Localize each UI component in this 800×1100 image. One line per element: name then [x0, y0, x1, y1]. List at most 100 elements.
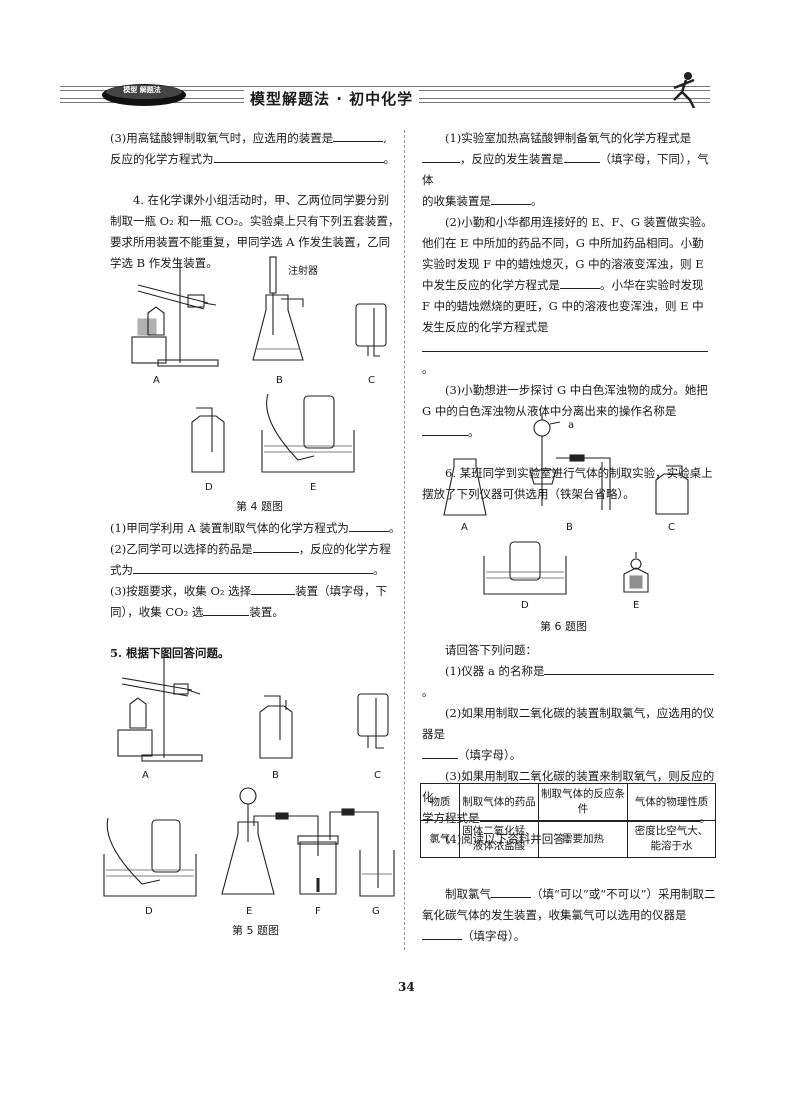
fig6-apparatus-e [623, 552, 649, 593]
q6-5-text: 制取氯气 [445, 887, 491, 901]
fig5-caption: 第 5 题图 [232, 924, 279, 937]
fig6-caption: 第 6 题图 [540, 620, 587, 633]
answer-blank[interactable] [563, 149, 600, 163]
fig6-label-c: C [668, 522, 675, 533]
fig5-label-d: D [145, 906, 153, 917]
q5-3-text: (3)小勤想进一步探讨 G 中白色浑浊物的成分。她把 G 中的白色浑浊物从液体中… [422, 383, 708, 418]
fig6-label-a-marker: a [568, 420, 575, 431]
answer-blank[interactable] [491, 191, 531, 205]
column-divider [404, 130, 405, 950]
fig5-apparatus-d [103, 817, 197, 897]
q4-3-text-d: 装置。 [249, 605, 284, 619]
fig5-apparatus-efg [221, 787, 395, 897]
answer-blank[interactable] [422, 745, 458, 759]
left-column-top: (3)用高锰酸钾制取氧气时，应选用的装置是, 反应的化学方程式为。 4. 在化学… [110, 128, 400, 274]
book-logo-icon [102, 84, 186, 106]
answer-blank[interactable] [213, 149, 384, 163]
logo-text: 模型 解题法 [123, 86, 161, 94]
q6-5-text-b: （填“可以”或“不可以”）采用制取二氧化碳气体的发生装置，收集氯气可以选用的仪器… [422, 887, 716, 922]
q4-2-text-b: ，反应的化学方程 [298, 542, 391, 556]
fig6-apparatus-d [483, 541, 567, 595]
answer-blank[interactable] [251, 581, 296, 595]
q4-intro: 4. 在化学课外小组活动时，甲、乙两位同学要分别制取一瓶 O₂ 和一瓶 CO₂。… [110, 193, 400, 270]
fig4-apparatus-e [261, 393, 355, 473]
table-cell: 密度比空气大、能溶于水 [627, 820, 716, 858]
q3-text: (3)用高锰酸钾制取氧气时，应选用的装置是 [110, 131, 334, 145]
fig4-apparatus-d [191, 407, 225, 473]
fig6-label-a: A [461, 522, 468, 533]
fig4-label-a: A [153, 375, 160, 386]
fig5-label-f: F [315, 906, 321, 917]
q4-2-text: (2)乙同学可以选择的药品是 [110, 542, 253, 556]
answer-blank[interactable] [203, 602, 250, 616]
q6-2-text: (2)如果用制取二氧化碳的装置制取氯气，应选用的仪器是 [422, 706, 715, 741]
q5-1-text-c: （填字母，下同），气体 [422, 152, 709, 187]
fig4-apparatus-c [355, 303, 387, 357]
answer-blank[interactable] [544, 661, 715, 675]
fig6-apparatus-c [655, 465, 689, 515]
table-header-cell: 气体的物理性质 [627, 783, 716, 821]
table-header-row: 物质 制取气体的药品 制取气体的反应条件 气体的物理性质 [420, 783, 716, 821]
fig6-label-e: E [633, 600, 640, 611]
fig4-label-e: E [310, 482, 317, 493]
q5-2-text-b: 。小华在实验时发现 F 中的蜡烛燃烧的更旺，G 中的溶液也变浑浊，则 E 中发生… [422, 278, 704, 334]
right-column-top: (1)实验室加热高锰酸钾制备氧气的化学方程式是 ，反应的发生装置是（填字母，下同… [422, 128, 714, 505]
syringe-label: 注射器 [288, 266, 318, 277]
q6-1-text: (1)仪器 a 的名称是 [445, 664, 545, 678]
fig4-label-b: B [276, 375, 283, 386]
table-row: 氯气 固体二氧化锰、液体浓盐酸 需要加热 密度比空气大、能溶于水 [420, 820, 716, 858]
answer-blank[interactable] [252, 539, 299, 553]
q4-1-text: (1)甲同学利用 A 装置制取气体的化学方程式为 [110, 521, 349, 535]
fig5-label-c: C [374, 770, 381, 781]
table-header-cell: 物质 [420, 783, 460, 821]
q5-1-text-d: 的收集装置是 [422, 194, 491, 208]
fig4-label-d: D [205, 482, 213, 493]
answer-blank[interactable] [422, 926, 462, 940]
answer-blank[interactable] [422, 338, 708, 352]
fig6-apparatus-b [529, 414, 611, 510]
fig5-label-g: G [372, 906, 380, 917]
table-cell: 固体二氧化锰、液体浓盐酸 [459, 820, 539, 858]
right-column-bottom: 制取氯气（填“可以”或“不可以”）采用制取二氧化碳气体的发生装置，收集氯气可以选… [422, 884, 716, 947]
table-cell: 需要加热 [538, 820, 628, 858]
fig6-label-d: D [521, 600, 529, 611]
fig4-apparatus-b [252, 256, 304, 361]
q3-text-2: 反应的化学方程式为 [110, 152, 214, 166]
fig5-apparatus-a [117, 654, 203, 762]
fig5-label-e: E [246, 906, 253, 917]
fig6-apparatus-a [443, 458, 487, 516]
answer-blank[interactable] [422, 149, 460, 163]
q4-3-text-c: 同），收集 CO₂ 选 [110, 605, 204, 619]
table-cell: 氯气 [420, 820, 460, 858]
fig5-apparatus-b [259, 695, 293, 759]
table-header-cell: 制取气体的药品 [459, 783, 539, 821]
q6-intro: 6. 某班同学到实验室进行气体的制取实验，实验桌上摆放了下列仪器可供选用（铁架台… [422, 466, 713, 501]
q5-1-text-b: ，反应的发生装置是 [460, 152, 564, 166]
fig4-label-c: C [368, 375, 375, 386]
q5-2-text: (2)小勤和小华都用连接好的 E、F、G 装置做实验。他们在 E 中所加的药品不… [422, 215, 713, 292]
q4-3-text-a: (3)按题要求，收集 O₂ 选择 [110, 584, 252, 598]
fig4-caption: 第 4 题图 [236, 500, 283, 513]
page-number: 34 [398, 980, 415, 994]
answer-blank[interactable] [333, 128, 384, 142]
answer-blank[interactable] [491, 884, 531, 898]
q4-3-text-b: 装置（填字母，下 [295, 584, 388, 598]
q6-2-text-b: （填字母）。 [458, 748, 522, 762]
left-column-q4: (1)甲同学利用 A 装置制取气体的化学方程式为。 (2)乙同学可以选择的药品是… [110, 518, 402, 664]
page-header-title: 模型解题法 · 初中化学 [244, 88, 420, 109]
chlorine-info-table: 物质 制取气体的药品 制取气体的反应条件 气体的物理性质 氯气 固体二氧化锰、液… [420, 783, 716, 858]
answer-blank[interactable] [560, 275, 600, 289]
fig5-label-b: B [272, 770, 279, 781]
fig5-label-a: A [142, 770, 149, 781]
answer-blank[interactable] [133, 560, 373, 574]
fig4-apparatus-a [131, 260, 219, 367]
runner-icon [673, 71, 696, 109]
q4-2-text-c: 式为 [110, 563, 133, 577]
answer-blank[interactable] [422, 422, 468, 436]
q6-lead: 请回答下列问题： [445, 643, 537, 657]
q6-5-text-c: （填字母）。 [462, 929, 526, 943]
answer-blank[interactable] [348, 518, 389, 532]
q5-intro: 5. 根据下图回答问题。 [110, 646, 230, 660]
fig6-label-b: B [566, 522, 573, 533]
q5-1-text: (1)实验室加热高锰酸钾制备氧气的化学方程式是 [445, 131, 692, 145]
